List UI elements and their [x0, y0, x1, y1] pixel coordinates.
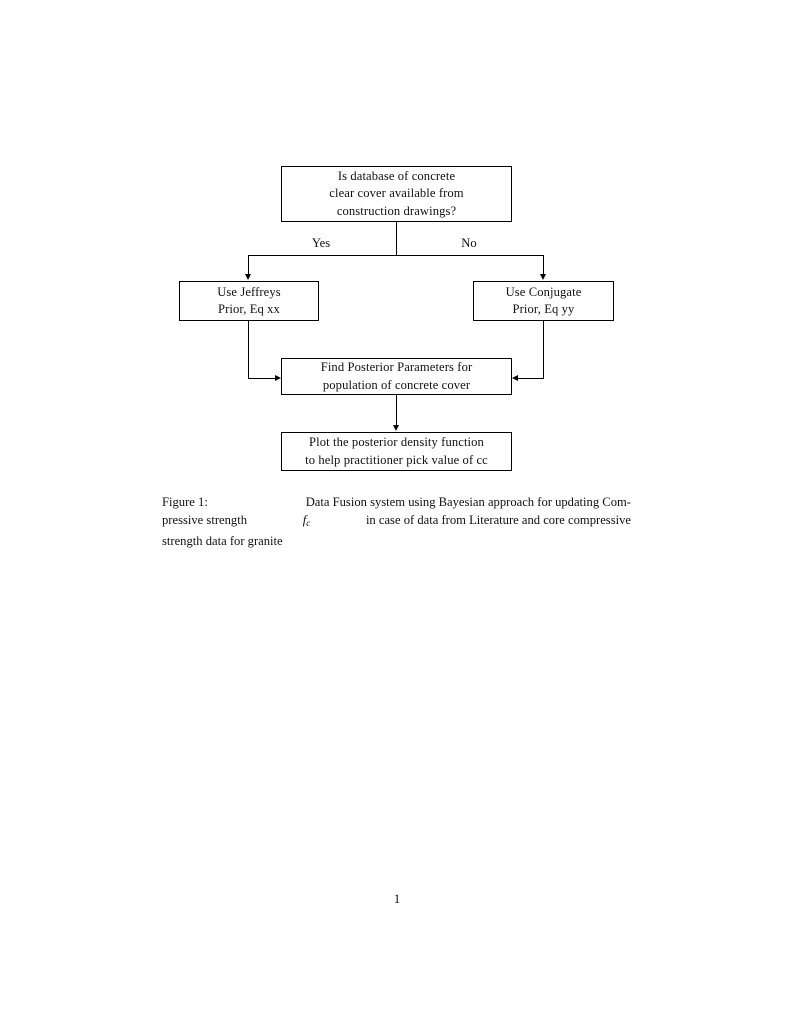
edge-label-yes: Yes	[311, 236, 331, 250]
jeffreys-prior-node-line-1: Use Jeffreys	[217, 284, 281, 299]
edge-label-no: No	[461, 236, 477, 250]
edge-conjugate-to-posterior	[518, 378, 544, 379]
jeffreys-prior-node-line-2: Prior, Eq xx	[218, 302, 280, 316]
page-number: 1	[393, 892, 401, 906]
find-posterior-node-line-1: Find Posterior Parameters for	[320, 360, 473, 374]
edge-jeffreys-down	[248, 321, 249, 379]
edge-decision-stem	[396, 222, 397, 256]
edge-conjugate-down	[543, 321, 544, 379]
edge-yes-drop	[248, 255, 249, 275]
edge-no-drop	[543, 255, 544, 275]
caption-label: Figure 1:	[162, 495, 208, 509]
decision-node-line-3: construction drawings?	[336, 203, 457, 218]
caption-line-3: strength data for granite	[162, 534, 283, 549]
caption-line-2-prefix: pressive strength	[162, 513, 247, 528]
edge-split-bar	[248, 255, 544, 256]
decision-node-line-2: clear cover available from	[329, 186, 464, 201]
jeffreys-prior-node[interactable]: Use Jeffreys Prior, Eq xx	[179, 281, 319, 321]
caption-math-fc: fc	[302, 513, 311, 529]
arrowhead-no-to-conjugate	[539, 274, 546, 280]
conjugate-prior-node-line-2: Prior, Eq yy	[512, 302, 575, 316]
decision-node[interactable]: Is database of concrete clear cover avai…	[281, 166, 512, 222]
flowchart-figure: Is database of concrete clear cover avai…	[0, 0, 794, 490]
arrowhead-jeffreys-to-posterior	[275, 374, 281, 381]
plot-posterior-node[interactable]: Plot the posterior density function to h…	[281, 432, 512, 471]
find-posterior-node-line-2: population of concrete cover	[322, 377, 471, 392]
caption-line-2: pressive strength fc in case of data from …	[162, 511, 631, 532]
caption-line-2-suffix: in case of data from Literature and core…	[365, 513, 631, 528]
caption-line-1: Figure 1: Data Fusion system using Bayesi…	[162, 493, 631, 511]
figure-caption: Figure 1: Data Fusion system using Bayesi…	[162, 493, 631, 551]
find-posterior-node[interactable]: Find Posterior Parameters for population…	[281, 358, 512, 395]
edge-jeffreys-to-posterior	[248, 378, 275, 379]
edge-posterior-to-plot	[396, 395, 397, 426]
plot-posterior-node-line-1: Plot the posterior density function	[309, 435, 484, 449]
arrowhead-yes-to-jeffreys	[244, 274, 251, 280]
conjugate-prior-node[interactable]: Use Conjugate Prior, Eq yy	[473, 281, 614, 321]
caption-line-1-text: Data Fusion system using Bayesian approa…	[305, 495, 631, 509]
arrowhead-posterior-to-plot	[392, 425, 399, 431]
arrowhead-conjugate-to-posterior	[512, 374, 518, 381]
decision-node-line-1: Is database of concrete	[337, 168, 456, 183]
plot-posterior-node-line-2: to help practitioner pick value of cc	[305, 452, 488, 467]
conjugate-prior-node-line-1: Use Conjugate	[505, 284, 582, 299]
